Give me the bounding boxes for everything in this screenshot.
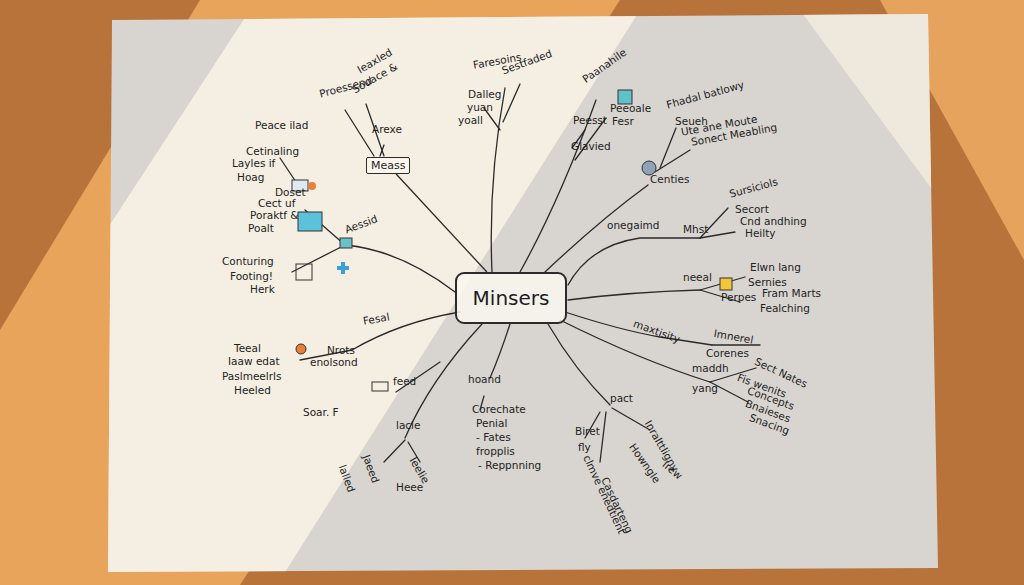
branch-line	[712, 344, 760, 345]
branch-label: Fealching	[760, 302, 810, 314]
branch-label: Centies	[650, 173, 689, 185]
branch-label: Teeal	[234, 342, 261, 354]
branch-label: Heee	[396, 481, 423, 493]
small-icon	[618, 90, 632, 104]
branch-label: Heilty	[745, 227, 776, 239]
branch-label: Peace ilad	[255, 119, 308, 131]
branch-label: Arexe	[372, 123, 402, 135]
branch-line	[568, 290, 700, 300]
node-text: Meass	[371, 159, 405, 172]
screen-icon	[298, 212, 322, 231]
branch-label: Peeoale	[610, 102, 651, 114]
branch-label: fly	[578, 441, 591, 453]
dot-icon	[308, 182, 316, 190]
branch-line	[490, 324, 510, 378]
branch-label: Sernies	[748, 276, 787, 288]
branch-line	[503, 84, 520, 122]
branch-label: Doset	[275, 186, 306, 198]
branch-line	[660, 128, 676, 168]
branch-label: Poraktf &	[250, 209, 299, 221]
branch-label: Corenes	[706, 347, 749, 359]
note-icon	[720, 278, 732, 290]
branch-label: feed	[393, 375, 416, 387]
branch-label: Soar. F	[303, 406, 339, 418]
topic-box: Meass	[366, 157, 410, 174]
branch-line	[600, 412, 606, 462]
branch-line	[565, 312, 712, 345]
node-text: Minsers	[473, 286, 550, 310]
branch-label: yang	[692, 382, 718, 394]
globe-icon	[642, 161, 656, 175]
branch-label: Biret	[575, 425, 600, 437]
branch-label: Penial	[476, 417, 507, 429]
branch-label: Elwn lang	[750, 261, 801, 273]
branch-label: lacle	[396, 419, 421, 431]
branch-label: Cnd andhing	[740, 215, 807, 227]
branch-label: fropplis	[476, 445, 515, 457]
box-icon	[372, 382, 388, 391]
branch-label: Cect uf	[258, 197, 295, 209]
branch-label: - Reppnning	[478, 459, 541, 471]
branch-label: Secort	[735, 203, 769, 215]
branch-label: enolsond	[310, 356, 358, 368]
branch-label: Peesst	[573, 114, 607, 126]
plus-icon	[337, 262, 349, 274]
branch-label: yoall	[458, 114, 483, 126]
branch-line	[655, 150, 690, 172]
branch-label: Perpes	[721, 291, 756, 303]
branch-line	[345, 245, 455, 292]
branch-label: Conturing	[222, 255, 274, 267]
dot-icon	[296, 344, 306, 354]
central-topic-box: Minsers	[455, 272, 567, 324]
branch-label: Herk	[250, 283, 275, 295]
branch-label: Iaaw edat	[228, 355, 280, 367]
branch-label: Glavied	[571, 140, 611, 152]
branch-line	[345, 110, 374, 156]
branch-label: Cetinaling	[246, 145, 299, 157]
branch-label: hoand	[468, 373, 501, 385]
branch-label: Footing!	[230, 270, 273, 282]
branch-label: Heeled	[234, 384, 271, 396]
small-icon	[340, 238, 352, 248]
branch-label: maddh	[692, 362, 729, 374]
sunlight-on-paper	[800, 10, 940, 200]
branch-connector	[396, 174, 487, 272]
branch-label: Fesr	[612, 115, 634, 127]
branch-label: onegaimd	[607, 219, 659, 231]
branch-label: Hoag	[237, 171, 264, 183]
box-icon	[296, 264, 312, 280]
branch-label: Corechate	[472, 403, 526, 415]
sunlight-on-paper	[100, 10, 640, 580]
branch-line	[491, 88, 505, 272]
branch-line	[548, 324, 610, 405]
branch-label: Mhst	[683, 223, 708, 235]
branch-label: Layles if	[232, 157, 275, 169]
branch-line	[384, 440, 405, 462]
branch-label: yuan	[467, 101, 493, 113]
branch-label: pact	[610, 392, 633, 404]
branch-line	[568, 238, 700, 285]
branch-label: Paslmeelrls	[222, 370, 281, 382]
branch-label: - Fates	[476, 431, 511, 443]
branch-label: Dalleg	[468, 88, 501, 100]
branch-label: Poalt	[248, 222, 274, 234]
branch-label: Fram Marts	[762, 287, 821, 299]
branch-label: Nrots	[327, 344, 355, 356]
branch-label: neeal	[683, 271, 712, 283]
